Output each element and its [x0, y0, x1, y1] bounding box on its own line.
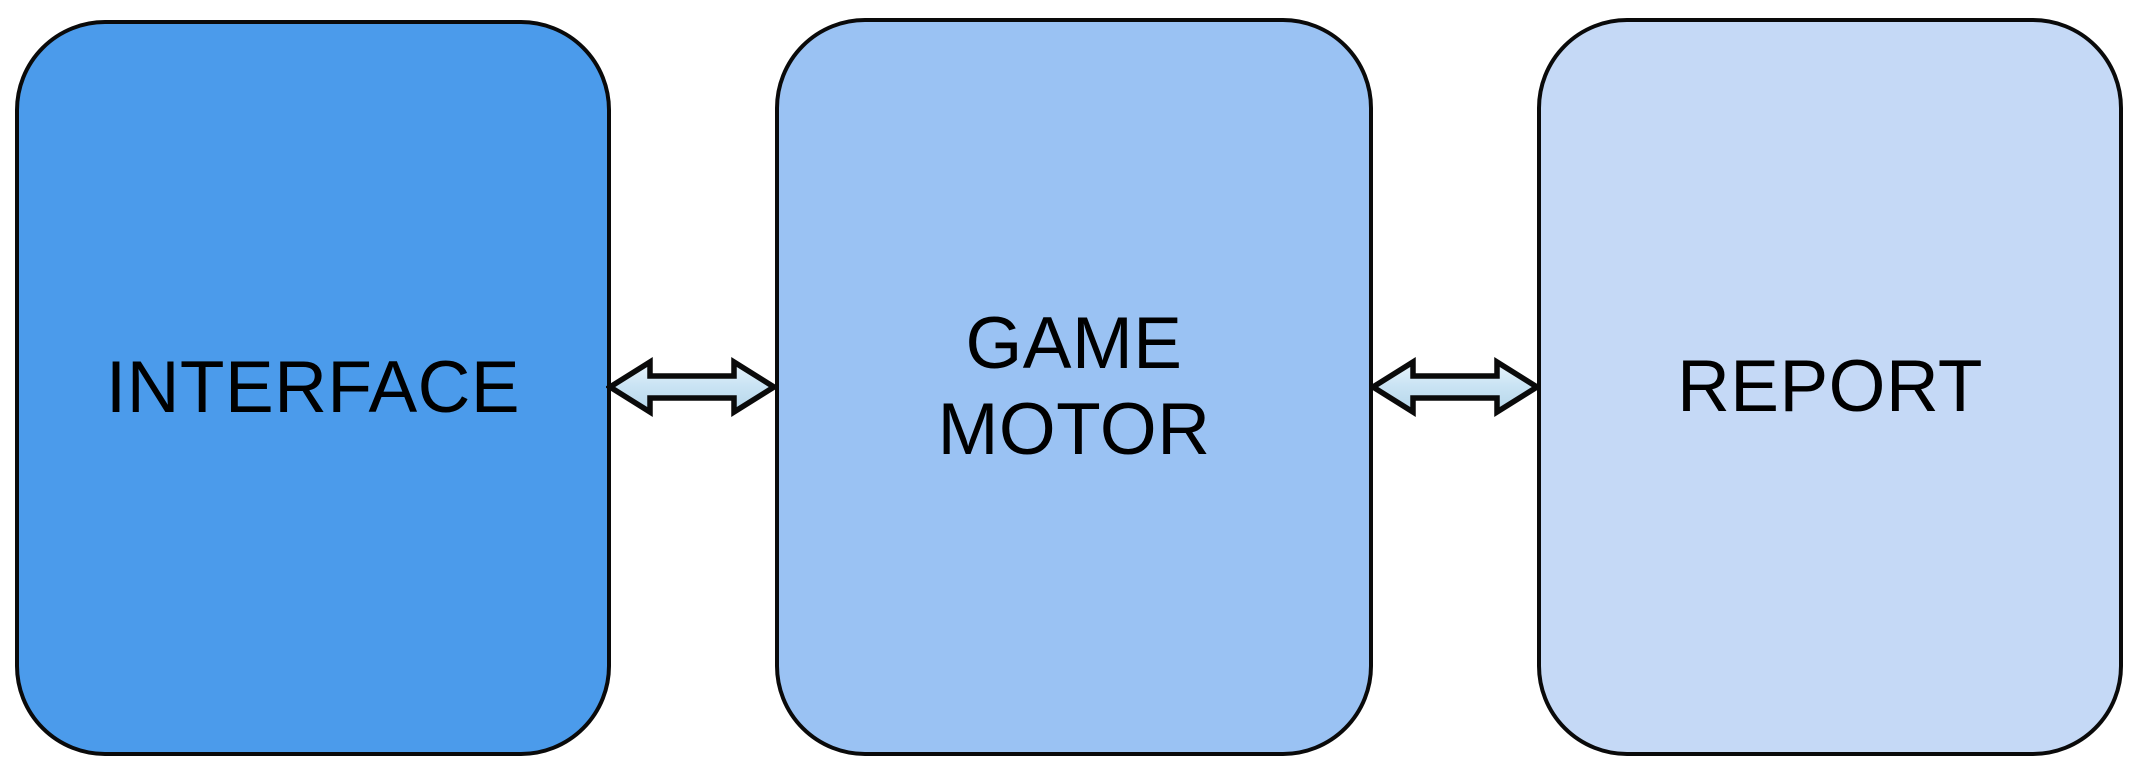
double-arrow-shape	[606, 357, 778, 417]
node-report: REPORT	[1537, 18, 2123, 756]
node-interface: INTERFACE	[15, 20, 611, 756]
node-game-motor: GAME MOTOR	[775, 18, 1373, 756]
node-interface-label: INTERFACE	[105, 347, 521, 428]
double-arrow-interface-gamemotor-icon	[606, 357, 778, 417]
double-arrow-shape	[1369, 357, 1541, 417]
node-game-motor-label-line-1: GAME	[965, 303, 1183, 384]
node-report-label: REPORT	[1677, 346, 1983, 427]
node-game-motor-label-line-2: MOTOR	[937, 389, 1211, 470]
double-arrow-gamemotor-report-icon	[1369, 357, 1541, 417]
